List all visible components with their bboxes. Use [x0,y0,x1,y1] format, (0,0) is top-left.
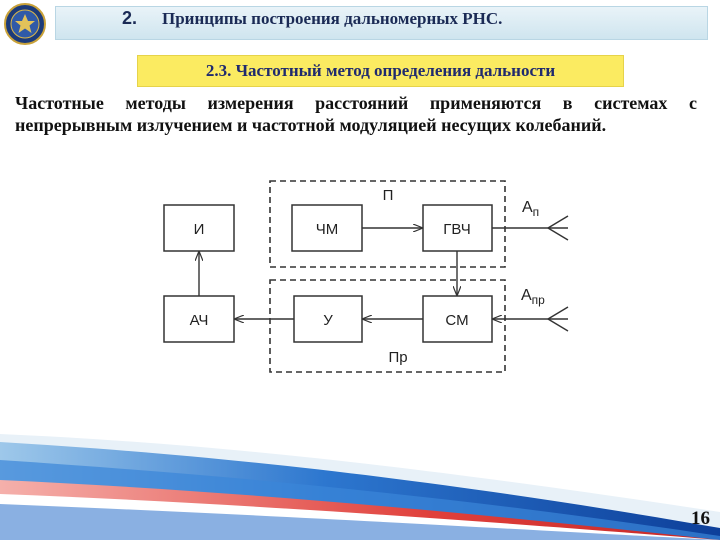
page-number: 16 [691,508,710,529]
transmitter-group-label: П [383,187,394,204]
receive-antenna-label: Апр [521,287,545,307]
block-i [163,204,235,252]
block-u [293,295,363,343]
block-gvch-label: ГВЧ [443,221,470,238]
title-bar [55,6,708,40]
receiver-group-label: Пр [388,349,407,366]
transmit-antenna-icon [547,215,569,241]
receiver-group-frame [269,279,506,373]
section-number: 2. [122,8,138,28]
subsection-title: 2.3. Частотный метод определения дальнос… [205,61,556,80]
block-i-label: И [194,221,205,238]
block-ach-label: АЧ [190,312,209,329]
block-sm-label: СМ [445,312,468,329]
footer-wave-decoration [0,434,720,540]
block-u-label: У [323,312,333,329]
emblem-logo [4,3,46,45]
transmit-antenna-label: Ап [522,199,539,219]
body-paragraph: Частотные методы измерения расстояний пр… [15,93,697,135]
page-title: Принципы построения дальномерных РНС. [162,9,503,28]
subtitle-bar: 2.3. Частотный метод определения дальнос… [137,55,624,87]
receive-antenna-icon [547,306,569,332]
block-chm-label: ЧМ [316,221,339,238]
